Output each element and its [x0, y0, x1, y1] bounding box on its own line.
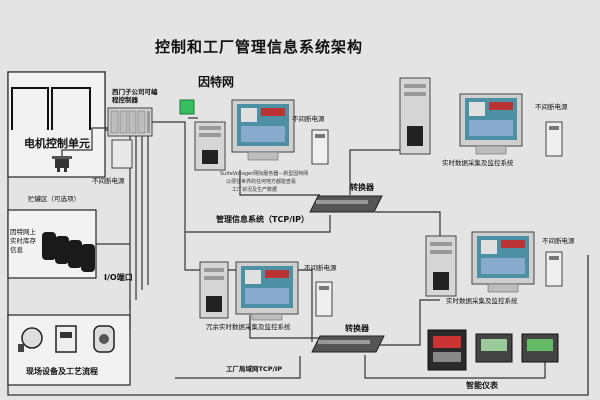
siemens-controller-label: 西门子公司可编程控制器 — [112, 88, 158, 105]
ups-icon — [311, 129, 329, 165]
page-title: 控制和工厂管理信息系统架构 — [155, 38, 364, 56]
cable-sw1-server — [239, 170, 320, 196]
internet-badge — [179, 99, 195, 115]
field-device-icon — [18, 325, 115, 353]
plc-rack-icon — [107, 107, 153, 137]
motor-panel-door-left — [11, 87, 49, 130]
cable-sw2-redundant — [249, 315, 330, 339]
smart-meter-icon — [475, 333, 513, 363]
cable-sw1-top — [349, 149, 420, 195]
ups-label-5: 不间断电源 — [304, 264, 337, 272]
cable-plc-motor — [61, 127, 108, 157]
scada-mid-label: 实时数据采集及监控系统 — [446, 297, 518, 305]
motor-panel-door-right — [51, 87, 91, 130]
scada-redundant-label: 冗余实时数据采集及监控系统 — [206, 323, 291, 331]
field-devices-label: 现场设备及工艺流程 — [26, 367, 98, 376]
tower-computer-icon — [425, 235, 457, 297]
suite-voyager-note-2: 以便在世界的任何地方都能查看 — [226, 179, 297, 185]
scada-top-label: 实时数据采集及监控系统 — [442, 159, 514, 167]
motor-unit-label: 电机控制单元 — [24, 137, 90, 150]
crt-monitor-icon — [231, 99, 295, 161]
crt-monitor-icon — [471, 231, 535, 293]
storage-area-label: 贮罐区（可选项） — [28, 195, 80, 203]
crt-monitor-icon — [459, 93, 523, 155]
ups-icon — [315, 281, 333, 317]
ups-icon — [545, 251, 563, 287]
mis-label: 管理信息系统（TCP/IP） — [216, 215, 309, 224]
io-port-label: I/O端口 — [104, 273, 133, 282]
motor-unit-icon — [52, 156, 72, 172]
tower-computer-icon — [199, 261, 229, 319]
internet-label: 因特网 — [198, 75, 235, 89]
network-switch-icon — [309, 195, 383, 213]
suite-voyager-note-1: SuiteVoyager网际服务器－新型因特网 — [220, 171, 309, 177]
suite-voyager-note-3: 工厂状况及生产数据 — [232, 187, 278, 193]
cable-sw1-mid — [375, 211, 441, 240]
smart-meter-label: 智能仪表 — [466, 381, 498, 390]
tower-computer-icon — [194, 121, 226, 171]
smart-meter-icon — [427, 329, 467, 371]
network-switch-icon — [311, 335, 385, 353]
cable-plc-right — [152, 121, 313, 342]
ups-icon — [545, 121, 563, 157]
storage-info-label: 因特网上实时库存信息 — [10, 228, 36, 255]
smart-meter-icon — [521, 333, 559, 363]
cable-plant-lan — [175, 356, 301, 379]
ups-label-4: 不间断电源 — [542, 237, 575, 245]
switch-label-2: 转换器 — [345, 324, 369, 333]
crt-monitor-icon — [235, 261, 299, 321]
controller-module — [111, 139, 133, 169]
ups-label-2: 不间断电源 — [292, 115, 325, 123]
plant-lan-label: 工厂局域网TCP/IP — [226, 365, 283, 373]
tower-computer-icon — [399, 77, 431, 155]
cable-sw2-mid — [380, 299, 440, 346]
motor-panel-frame — [7, 71, 106, 178]
ups-label-1: 不间断电源 — [92, 177, 125, 185]
storage-tank-icon — [42, 232, 95, 272]
cable-mis-network — [185, 215, 331, 233]
ups-label-3: 不间断电源 — [535, 103, 568, 111]
switch-label-1: 转换器 — [350, 183, 374, 192]
